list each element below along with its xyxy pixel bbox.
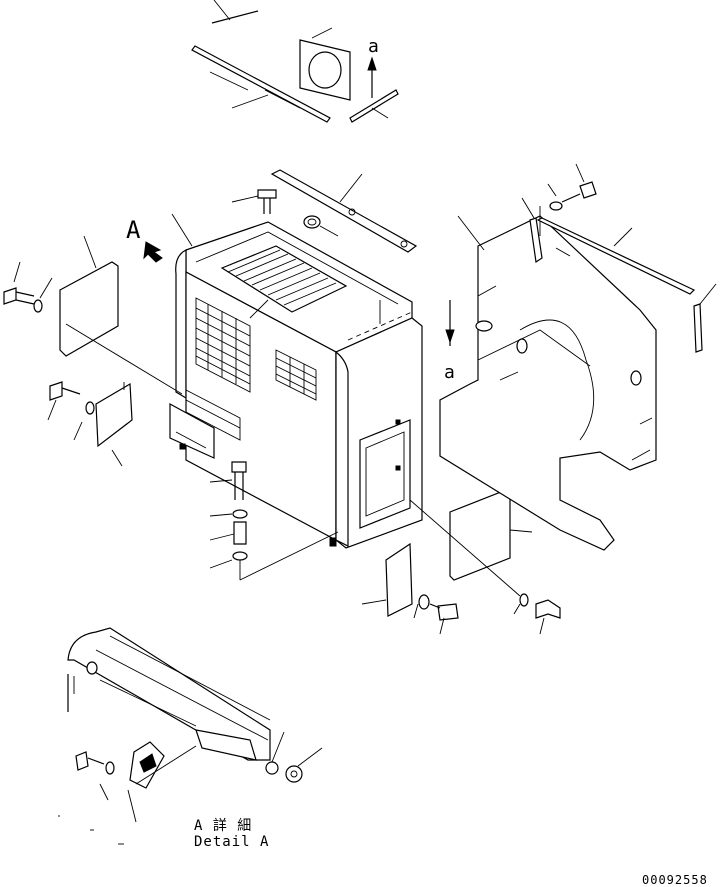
grommet xyxy=(303,215,339,237)
view-a-marker: A xyxy=(126,213,193,263)
main-housing: a xyxy=(169,221,455,549)
right-large-panel xyxy=(439,206,657,551)
right-lower-bracket xyxy=(361,542,459,635)
detail-a-title-en: Detail A xyxy=(194,834,269,850)
top-seal-group: a xyxy=(191,0,399,123)
top-bracket xyxy=(270,169,418,253)
center-bolt-stack xyxy=(209,461,339,581)
arrow-a-upper-label: a xyxy=(368,36,379,57)
arrow-a-right-label: a xyxy=(444,362,455,383)
right-top-bolt xyxy=(547,163,597,211)
lid-bolt xyxy=(231,189,277,214)
right-inspection-cover xyxy=(409,489,561,635)
left-bolt xyxy=(3,261,53,313)
drawing-number: 00092558 xyxy=(642,873,708,887)
view-a-label: A xyxy=(126,216,141,244)
left-side-bracket xyxy=(47,381,133,467)
left-cover-plate xyxy=(59,235,183,395)
top-louver-slats xyxy=(227,249,337,306)
detail-a-drawing xyxy=(58,627,323,845)
front-louver xyxy=(185,297,317,441)
detail-a-title-jp: A 詳 細 xyxy=(194,818,252,834)
right-rod xyxy=(521,197,717,353)
